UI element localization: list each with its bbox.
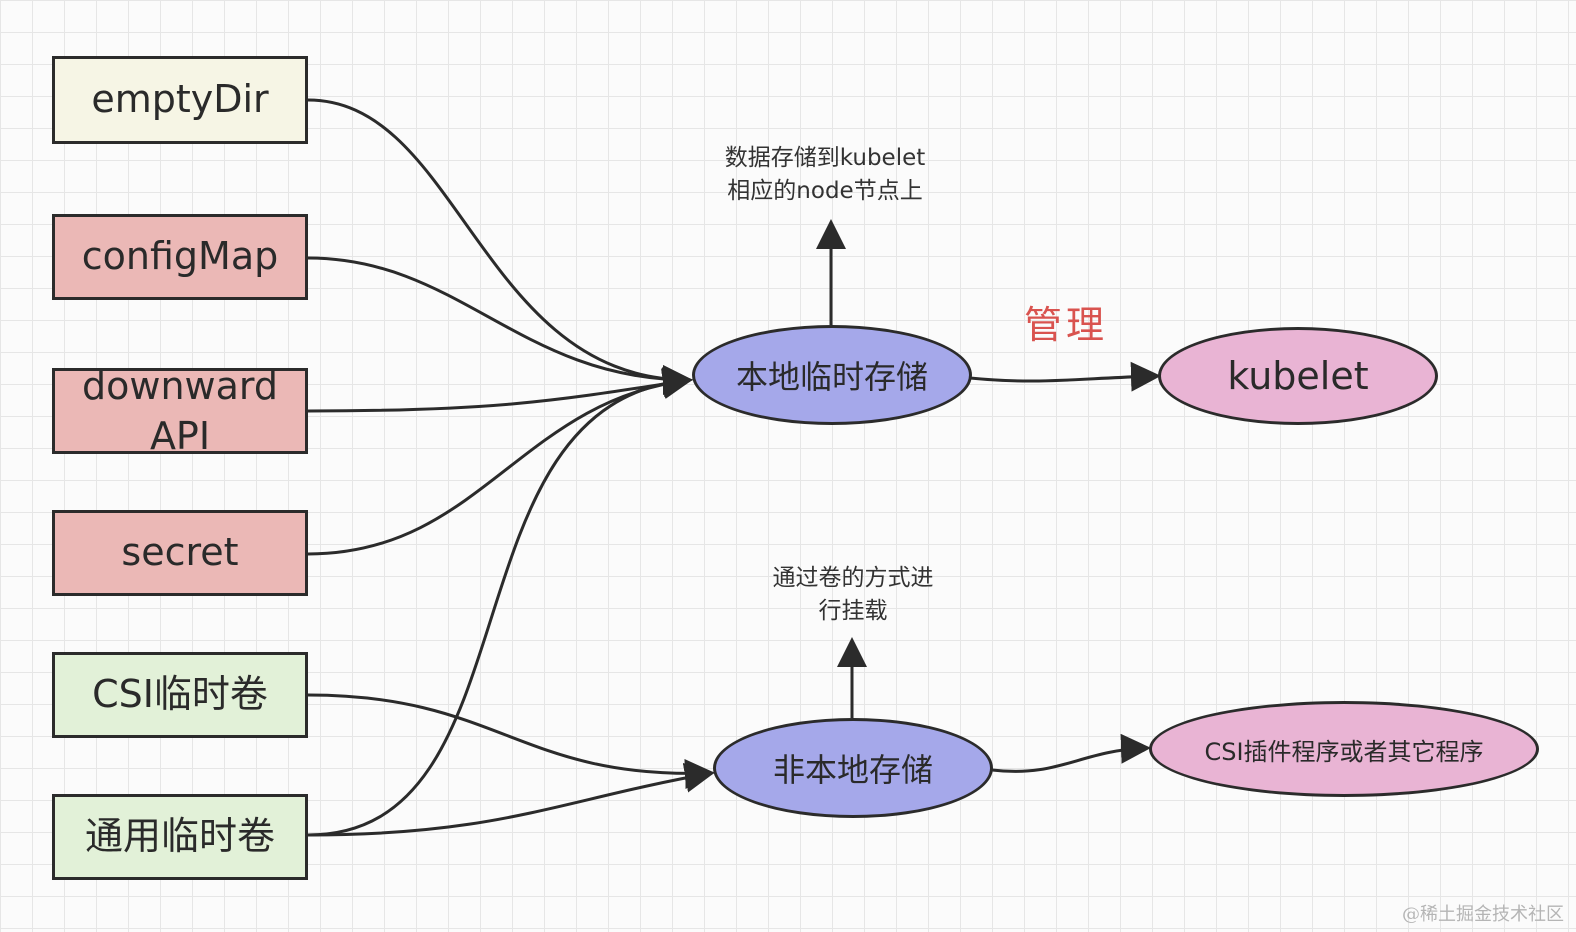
edge-nonlocal-to-csi [991,733,1151,773]
csi-plugin-label: CSI插件程序或者其它程序 [1204,737,1484,766]
secret-label: secret [121,530,239,575]
downward-label-line2: API [149,414,211,454]
emptydir-label: emptyDir [91,77,269,122]
local-storage-node: 本地临时存储 [692,325,972,425]
kubelet-label: kubelet [1227,354,1369,398]
nonlocal-storage-node: 非本地存储 [713,718,993,818]
configmap-box: configMap [52,214,308,300]
generic-ephemeral-label: 通用临时卷 [84,814,275,859]
csi-ephemeral-label: CSI临时卷 [92,672,268,717]
local-note-line2: 相应的node节点上 [727,178,923,204]
watermark: @稀土掘金技术社区 [1402,904,1564,925]
edge-csi-to-nonlocal [307,693,715,789]
edge-generic-to-local [307,367,693,837]
csi-plugin-node: CSI插件程序或者其它程序 [1149,701,1539,797]
edge-local-to-kubelet [969,361,1161,392]
edge-generic-to-nonlocal [307,762,715,837]
downward-api-box: downward API [52,368,308,454]
local-storage-label: 本地临时存储 [735,358,928,396]
local-storage-note: 数据存储到kubelet 相应的node节点上 [700,142,950,208]
edge-downward-to-local [307,369,693,413]
kubelet-node: kubelet [1158,327,1438,425]
manage-label: 管理 [1024,303,1109,347]
local-note-line1: 数据存储到kubelet [724,145,926,171]
edge-emptydir-to-local [307,98,693,395]
downward-label-line1: downward [82,368,278,408]
nonlocal-storage-note: 通过卷的方式进 行挂载 [740,562,966,628]
secret-box: secret [52,510,308,596]
emptydir-box: emptyDir [52,56,308,144]
configmap-label: configMap [81,234,279,279]
csi-ephemeral-box: CSI临时卷 [52,652,308,738]
nonlocal-note-line1: 通过卷的方式进 [772,565,934,591]
nonlocal-note-line2: 行挂载 [818,598,888,624]
generic-ephemeral-box: 通用临时卷 [52,794,308,880]
edge-configmap-to-local [307,256,693,395]
nonlocal-storage-label: 非本地存储 [772,751,933,789]
